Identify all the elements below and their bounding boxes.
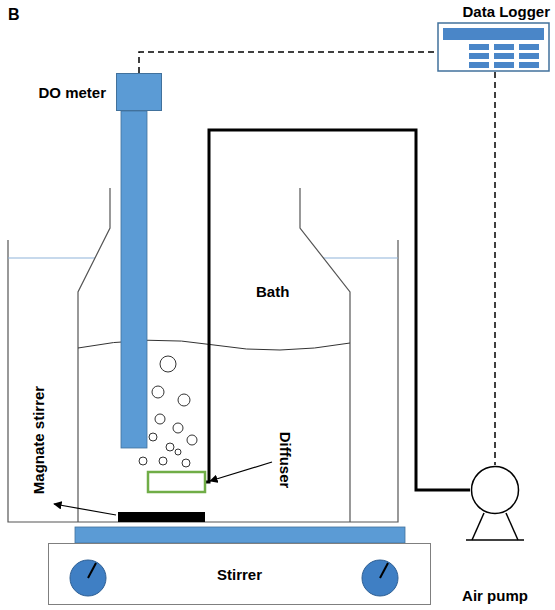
logger-key bbox=[519, 44, 539, 50]
meter-head bbox=[116, 73, 162, 111]
node-label: Air pump bbox=[462, 587, 528, 604]
dial-needle bbox=[88, 563, 96, 578]
flask-wall bbox=[78, 188, 110, 522]
logger-node: Data Logger bbox=[437, 22, 550, 72]
pump-circle bbox=[472, 467, 519, 514]
logger-key bbox=[494, 44, 514, 50]
logger-display bbox=[443, 28, 544, 40]
dial-needle bbox=[380, 563, 388, 578]
air-tube bbox=[205, 130, 470, 490]
leader-arrow bbox=[210, 462, 272, 481]
pump-stand bbox=[466, 513, 524, 540]
diffuser bbox=[148, 472, 205, 492]
stir-bar bbox=[118, 512, 205, 522]
bath-water bbox=[8, 257, 95, 258]
part-label: Diffuser bbox=[277, 432, 294, 489]
part-label: Bath bbox=[256, 283, 289, 300]
control-dial bbox=[362, 560, 398, 596]
meter-body bbox=[117, 74, 162, 111]
control-dial bbox=[70, 560, 106, 596]
part-label: B bbox=[8, 6, 20, 24]
pump-body bbox=[470, 465, 520, 515]
liquid-surface bbox=[78, 340, 350, 350]
logger-outline bbox=[438, 23, 549, 71]
logger-key bbox=[469, 53, 489, 59]
node-label: Stirrer bbox=[217, 566, 262, 583]
logger-key bbox=[494, 53, 514, 59]
node-label: DO meter bbox=[38, 84, 116, 101]
bubbles bbox=[139, 356, 197, 467]
logger-box bbox=[437, 22, 550, 72]
logger-key bbox=[469, 44, 489, 50]
part-label: Magnate stirrer bbox=[30, 386, 47, 494]
stirrer-node: Stirrer bbox=[48, 543, 431, 605]
logger-key bbox=[494, 62, 514, 68]
flask-wall bbox=[300, 188, 350, 522]
bath-water bbox=[323, 257, 398, 258]
stirrer-plate bbox=[75, 527, 405, 543]
bath-outline bbox=[8, 240, 398, 522]
stirrer-outline bbox=[49, 544, 431, 605]
logger-key bbox=[469, 62, 489, 68]
logger-key bbox=[519, 53, 539, 59]
meter-node: DO meter bbox=[116, 73, 162, 111]
signal-line bbox=[494, 72, 496, 465]
do-probe bbox=[121, 111, 147, 448]
node-label: Data Logger bbox=[462, 3, 550, 22]
logger-key bbox=[519, 62, 539, 68]
signal-line bbox=[139, 52, 437, 73]
leader-arrow bbox=[54, 504, 116, 515]
pump-node: Air pump bbox=[470, 465, 520, 515]
